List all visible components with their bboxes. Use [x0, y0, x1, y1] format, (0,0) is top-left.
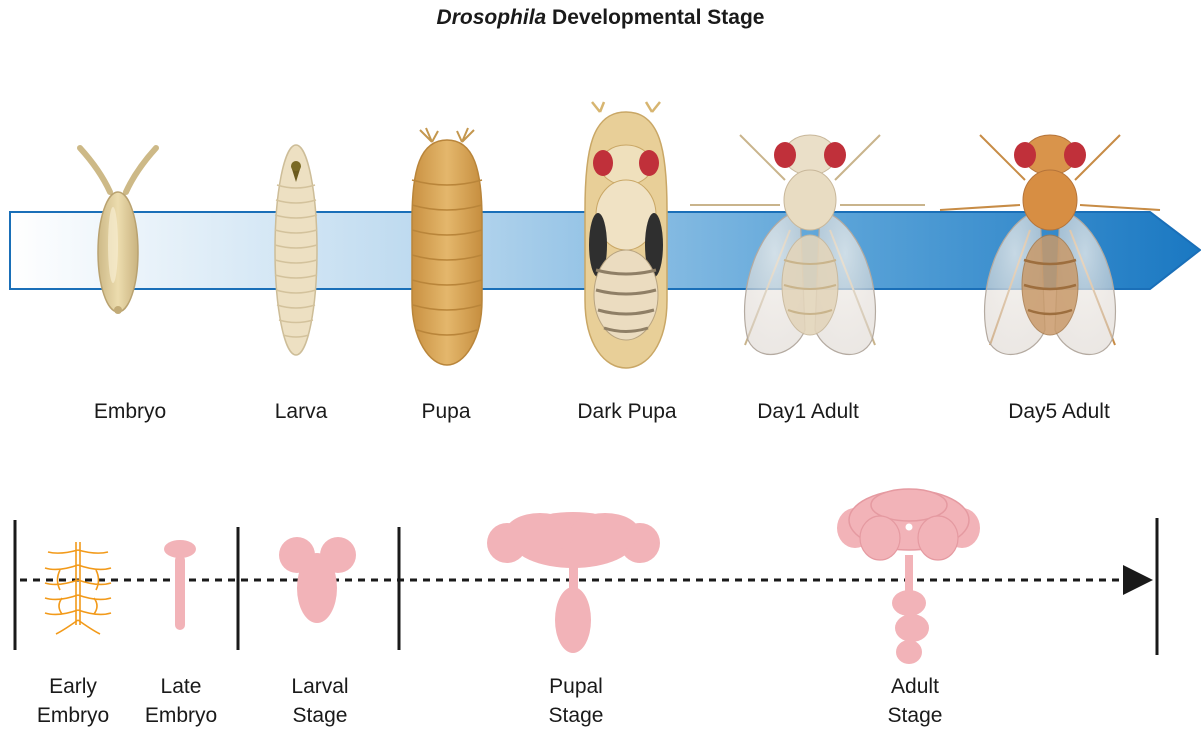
brain-label-late-embryo-line2: Embryo	[145, 701, 217, 730]
larva-illustration	[275, 145, 317, 355]
brain-label-pupal-stage-line2: Stage	[549, 701, 604, 730]
brain-label-larval-stage-line2: Stage	[291, 701, 348, 730]
stage-label-larva: Larva	[275, 400, 328, 424]
stage-label-day1-adult: Day1 Adult	[757, 400, 859, 424]
pupal-brain	[487, 512, 660, 653]
pupa-illustration	[412, 128, 482, 365]
brain-label-pupal-stage-line1: Pupal	[549, 672, 604, 701]
brain-label-adult-stage-line2: Stage	[888, 701, 943, 730]
stage-label-day5-adult: Day5 Adult	[1008, 400, 1110, 424]
stage-label-dark-pupa: Dark Pupa	[577, 400, 676, 424]
brain-label-late-embryo-line1: Late	[145, 672, 217, 701]
brain-label-late-embryo: Late Embryo	[145, 672, 217, 730]
brain-label-early-embryo: Early Embryo	[37, 672, 109, 730]
brain-label-adult-stage: Adult Stage	[888, 672, 943, 730]
stage-label-embryo: Embryo	[94, 400, 166, 424]
brain-label-adult-stage-line1: Adult	[888, 672, 943, 701]
brain-label-early-embryo-line1: Early	[37, 672, 109, 701]
brain-label-larval-stage: Larval Stage	[291, 672, 348, 730]
dark-pupa-illustration	[585, 102, 667, 368]
brain-label-larval-stage-line1: Larval	[291, 672, 348, 701]
larval-brain	[279, 537, 356, 623]
brain-label-early-embryo-line2: Embryo	[37, 701, 109, 730]
adult-brain	[837, 489, 980, 664]
brain-label-pupal-stage: Pupal Stage	[549, 672, 604, 730]
early-embryo-neurons	[45, 542, 111, 634]
late-embryo-brain	[164, 540, 196, 630]
stage-label-pupa: Pupa	[421, 400, 470, 424]
